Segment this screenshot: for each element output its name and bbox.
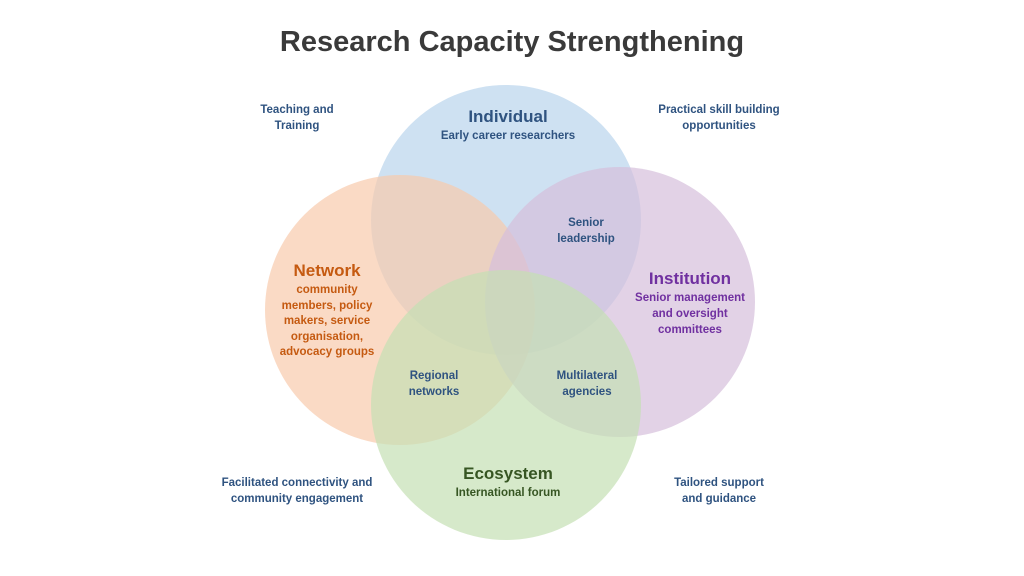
ecosystem-heading: Ecosystem <box>463 464 553 483</box>
overlap-regional-networks: Regional networks <box>408 370 460 398</box>
network-heading: Network <box>293 261 361 280</box>
overlap-senior-leadership: Senior leadership <box>557 217 615 245</box>
individual-heading: Individual <box>468 107 548 126</box>
ecosystem-circle <box>371 270 641 540</box>
ecosystem-sub: International forum <box>455 487 561 499</box>
network-sub: community members, policy makers, servic… <box>279 284 375 358</box>
individual-sub: Early career researchers <box>440 130 576 142</box>
overlap-multilateral-agencies: Multilateral agencies <box>556 370 618 398</box>
institution-sub: Senior management and oversight committe… <box>635 292 745 336</box>
corner-bottom-left: Facilitated connectivity and community e… <box>221 477 373 505</box>
corner-top-left: Teaching and Training <box>260 104 334 132</box>
institution-heading: Institution <box>648 269 732 288</box>
corner-top-right: Practical skill building opportunities <box>658 104 780 132</box>
corner-bottom-right: Tailored support and guidance <box>674 477 764 505</box>
page-title: Research Capacity Strengthening <box>279 26 745 58</box>
